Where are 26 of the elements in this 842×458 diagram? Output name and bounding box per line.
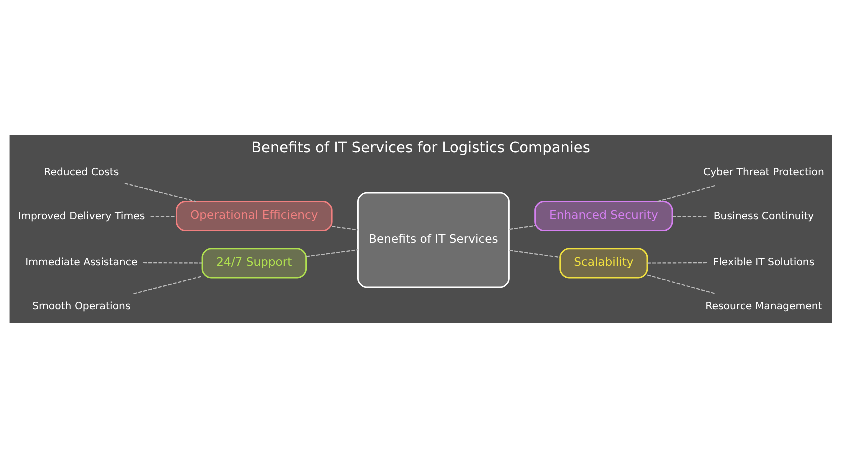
node-text: Improved Delivery Times bbox=[18, 212, 146, 223]
node-text: Immediate Assistance bbox=[26, 257, 138, 268]
connector bbox=[509, 250, 560, 258]
connector bbox=[648, 262, 708, 264]
connector bbox=[509, 225, 536, 230]
node-box: Enhanced Security bbox=[534, 201, 674, 232]
connector bbox=[124, 183, 197, 202]
node-box: Operational Efficiency bbox=[176, 201, 333, 232]
connector bbox=[306, 250, 358, 258]
connector bbox=[658, 185, 716, 202]
node-text: Smooth Operations bbox=[32, 302, 131, 313]
connector bbox=[672, 216, 708, 218]
node-text: Business Continuity bbox=[714, 212, 814, 223]
node-box: 24/7 Support bbox=[202, 248, 308, 279]
node-text: Flexible IT Solutions bbox=[713, 257, 815, 268]
node-text: Cyber Threat Protection bbox=[704, 167, 824, 178]
connector bbox=[150, 216, 177, 218]
node-text: Resource Management bbox=[706, 302, 822, 313]
node-text: Reduced Costs bbox=[44, 167, 120, 178]
connector bbox=[134, 276, 202, 294]
connector bbox=[144, 262, 202, 264]
node-box: Benefits of IT Services bbox=[357, 192, 510, 288]
diagram-title: Benefits of IT Services for Logistics Companies bbox=[252, 140, 590, 156]
connector bbox=[332, 226, 358, 231]
node-box: Scalability bbox=[560, 248, 648, 279]
connector bbox=[647, 274, 716, 294]
